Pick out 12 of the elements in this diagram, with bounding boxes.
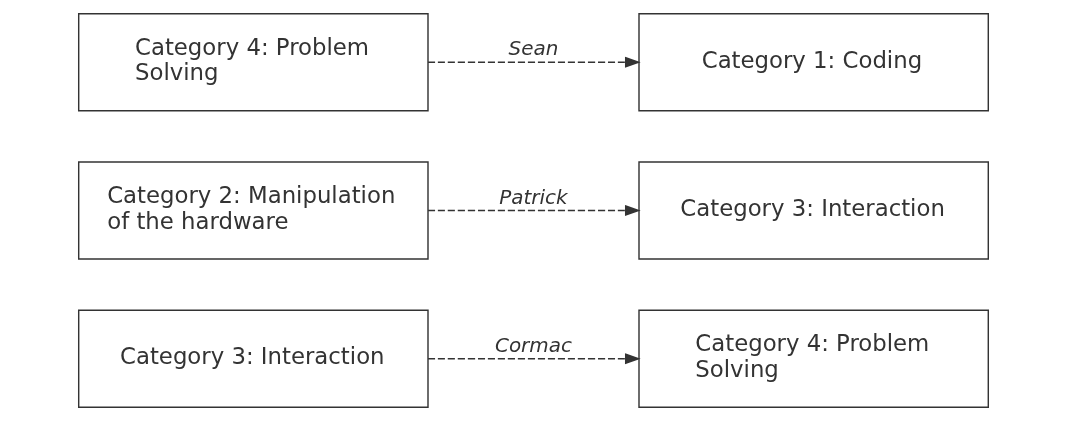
node-box: Category 4: Problem Solving (638, 309, 989, 408)
node-box: Category 2: Manipulation of the hardware (78, 161, 429, 260)
node-box: Category 3: Interaction (78, 309, 429, 408)
arrow (427, 353, 641, 365)
node-box: Category 3: Interaction (638, 161, 989, 260)
arrow (427, 56, 641, 68)
node-box: Category 4: Problem Solving (78, 13, 429, 112)
edge-label: Sean (508, 36, 559, 61)
edge-label: Cormac (495, 332, 572, 357)
arrow (427, 205, 641, 216)
node-box: Category 1: Coding (638, 13, 989, 112)
edge-label: Patrick (499, 184, 568, 209)
